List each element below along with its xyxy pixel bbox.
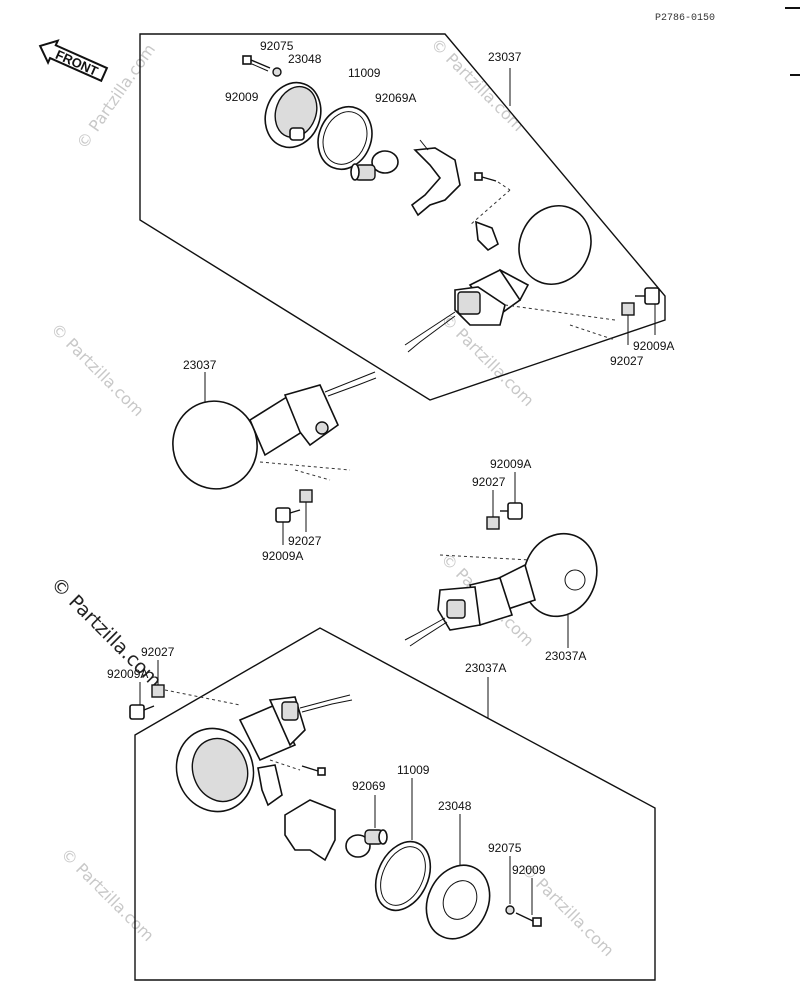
washer xyxy=(505,905,515,915)
assembly-number: 23037 xyxy=(488,50,522,64)
front-arrow-icon: FRONT xyxy=(38,39,109,83)
lower-assembly-group: 23037A 92027 92009A xyxy=(107,627,656,981)
part-number: 92027 xyxy=(141,645,175,659)
assembly-number: 23037 xyxy=(183,358,217,372)
lower-group-outline xyxy=(134,627,656,981)
front-label: FRONT xyxy=(53,47,100,79)
part-number: 11009 xyxy=(397,763,430,777)
nut xyxy=(299,489,313,503)
nut xyxy=(486,516,500,530)
part-number: 92009A xyxy=(633,339,674,353)
nut xyxy=(151,684,165,698)
bolt xyxy=(515,912,542,927)
part-number: 92069 xyxy=(352,779,386,793)
part-number: 11009 xyxy=(348,66,381,80)
part-number: 92009 xyxy=(512,863,546,877)
upper-group-outline xyxy=(139,33,666,401)
part-number: 92027 xyxy=(610,354,644,368)
part-number: 23048 xyxy=(288,52,322,66)
reference-code: P2786-0150 xyxy=(655,13,715,24)
clip xyxy=(257,764,283,807)
watermark: © Partzilla.com xyxy=(57,844,158,945)
screw xyxy=(301,765,326,776)
nut xyxy=(621,302,635,316)
bolt xyxy=(275,507,301,523)
washer xyxy=(272,67,282,77)
socket-bracket xyxy=(410,139,461,217)
part-number: 92075 xyxy=(260,39,294,53)
lone-left-signal: 23037 92027 92009A xyxy=(172,358,377,563)
turn-signal-housing xyxy=(175,696,306,813)
bolt xyxy=(129,704,155,720)
upper-assembly-group: 92075 23048 92009 11009 92069A 23037 920… xyxy=(139,33,674,401)
lens xyxy=(425,864,491,940)
bulb xyxy=(350,150,399,181)
watermark: © Partzilla.com xyxy=(47,319,148,420)
part-number: 92075 xyxy=(488,841,522,855)
bolt xyxy=(635,287,660,305)
part-number: 92009A xyxy=(490,457,531,471)
watermark: © Partzilla.com xyxy=(73,40,159,152)
assembly-number: 23037A xyxy=(465,661,506,675)
part-number: 92009A xyxy=(262,549,303,563)
lens xyxy=(264,81,322,149)
bolt xyxy=(242,55,271,72)
part-number: 92009A xyxy=(107,667,148,681)
assembly-number: 23037A xyxy=(545,649,586,663)
clip xyxy=(475,220,499,252)
screw xyxy=(474,172,497,182)
gasket xyxy=(374,840,432,912)
part-number: 92009 xyxy=(225,90,259,104)
part-number: 92027 xyxy=(288,534,322,548)
bolt xyxy=(500,502,523,520)
bulb xyxy=(345,829,388,858)
part-number: 23048 xyxy=(438,799,472,813)
socket-bracket xyxy=(284,799,336,862)
lone-right-signal: 92009A 92027 23037A xyxy=(404,457,598,663)
turn-signal-housing xyxy=(454,205,592,326)
gasket xyxy=(317,105,373,171)
part-number: 92069A xyxy=(375,91,416,105)
part-number: 92027 xyxy=(472,475,506,489)
